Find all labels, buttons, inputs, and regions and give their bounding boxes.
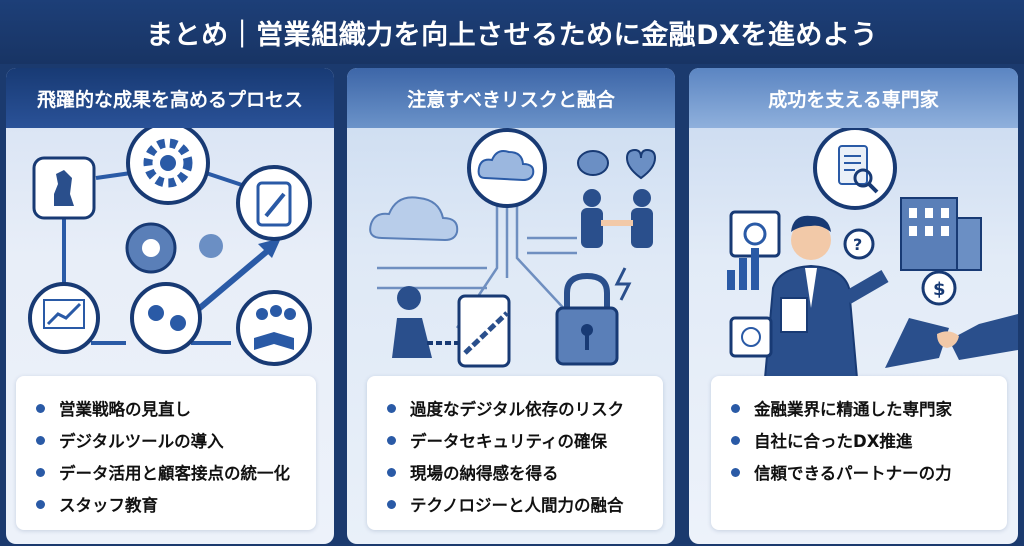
panel-experts: 成功を支える専門家 ? xyxy=(689,68,1018,544)
list-item: 営業戦略の見直し xyxy=(36,392,316,424)
handshake-icon xyxy=(885,314,1018,368)
dollar-coin-icon: $ xyxy=(921,270,957,306)
list-item: 金融業界に精通した専門家 xyxy=(731,392,1007,424)
tablet-wrench-icon xyxy=(236,165,312,241)
list-item: 信頼できるパートナーの力 xyxy=(731,456,1007,488)
panel-heading-risk: 注意すべきリスクと融合 xyxy=(347,68,675,128)
bank-building-icon xyxy=(900,197,982,271)
bar-chart-icon xyxy=(727,248,759,290)
team-book-icon xyxy=(236,290,312,366)
list-item: テクノロジーと人間力の融合 xyxy=(387,488,663,520)
page-title: まとめ｜営業組織力を向上させるために金融DXを進めよう xyxy=(0,0,1024,64)
list-item: 現場の納得感を得る xyxy=(387,456,663,488)
sparkle-icon xyxy=(970,494,1000,524)
process-illustration xyxy=(28,128,312,366)
people-cycle-icon xyxy=(130,282,202,354)
question-bubble-icon: ? xyxy=(843,228,875,260)
cloud-icon xyxy=(467,128,547,208)
list-item: データ活用と顧客接点の統一化 xyxy=(36,456,316,488)
cash-box-icon xyxy=(729,316,773,358)
chained-person-icon xyxy=(392,286,462,358)
experts-illustration: ? $ xyxy=(727,128,1018,378)
gear-icon xyxy=(126,128,210,205)
broken-lock-icon xyxy=(555,267,632,366)
cloud-large-icon xyxy=(369,196,459,242)
panel-heading-experts: 成功を支える専門家 xyxy=(689,68,1018,128)
svg-text:?: ? xyxy=(853,235,862,254)
businessman-icon xyxy=(763,215,889,378)
brain-icon xyxy=(577,150,609,176)
risk-illustration xyxy=(369,128,657,368)
experts-list: 金融業界に精通した専門家 自社に合ったDX推進 信頼できるパートナーの力 xyxy=(711,376,1007,530)
panel-heading-process: 飛躍的な成果を高めるプロセス xyxy=(6,68,334,128)
svg-text:$: $ xyxy=(933,279,946,300)
small-gears-icon xyxy=(125,222,223,274)
list-item: スタッフ教育 xyxy=(36,488,316,520)
risk-list: 過度なデジタル依存のリスク データセキュリティの確保 現場の納得感を得る テクノ… xyxy=(367,376,663,530)
list-item: デジタルツールの導入 xyxy=(36,424,316,456)
list-item: データセキュリティの確保 xyxy=(387,424,663,456)
presentation-chart-icon xyxy=(28,282,100,354)
panel-risk: 注意すべきリスクと融合 xyxy=(347,68,675,544)
chess-knight-icon xyxy=(32,156,96,220)
process-list: 営業戦略の見直し デジタルツールの導入 データ活用と顧客接点の統一化 スタッフ教… xyxy=(16,376,316,530)
tablet-chain-icon xyxy=(457,294,511,368)
list-item: 過度なデジタル依存のリスク xyxy=(387,392,663,424)
list-item: 自社に合ったDX推進 xyxy=(731,424,1007,456)
handshake-people-icon xyxy=(581,189,653,248)
heart-icon xyxy=(625,148,657,180)
document-search-icon xyxy=(813,128,897,210)
panel-process: 飛躍的な成果を高めるプロセス xyxy=(6,68,334,544)
